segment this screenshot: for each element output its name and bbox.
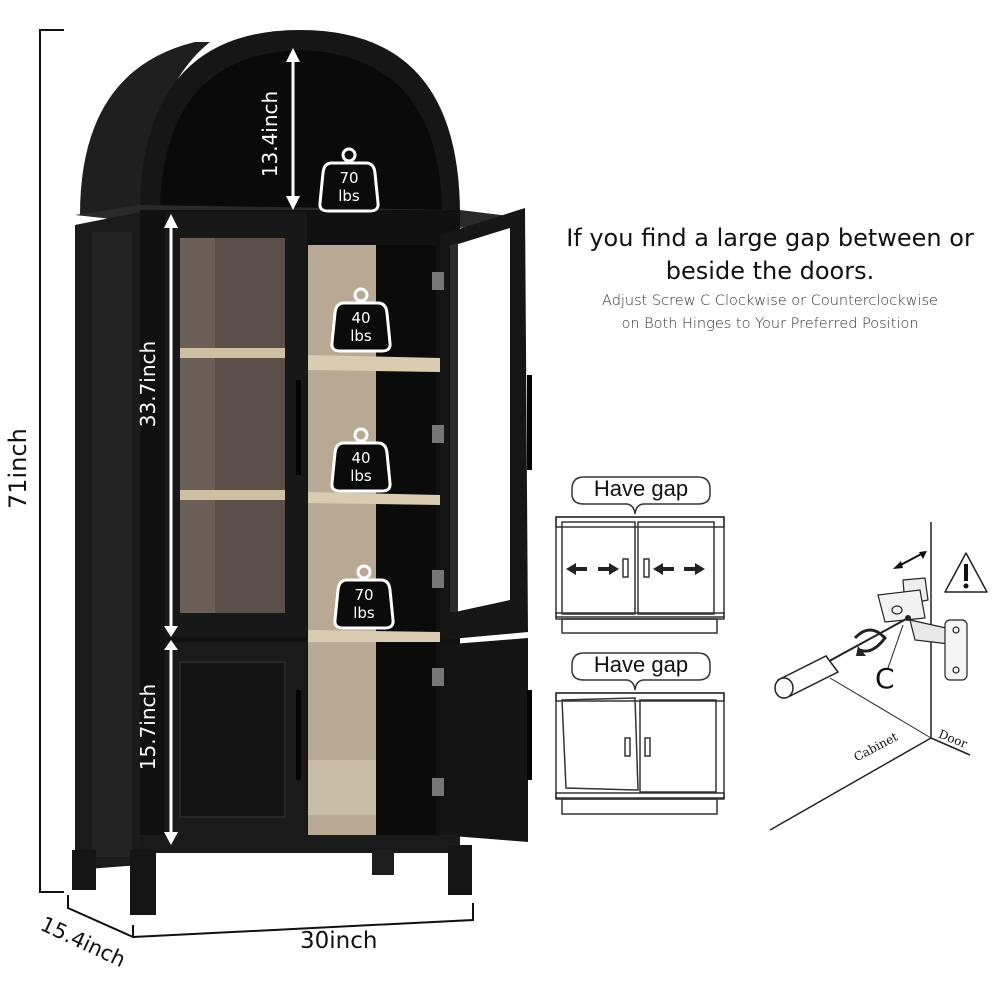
width-label: 30inch: [300, 928, 378, 954]
cabinet-gap-drawing: [555, 652, 725, 815]
warning-triangle-icon: [944, 552, 988, 593]
weight-icon: [330, 427, 392, 493]
weight-icon: [330, 287, 392, 353]
cabinet-drawing: [39, 29, 532, 939]
weight-icon: [318, 147, 380, 213]
cabinet-gap-drawing: [555, 476, 725, 634]
weight-badge-middle: 70 lbs: [333, 562, 395, 630]
headline-line-2: beside the doors.: [665, 257, 875, 285]
weight-badge-top: 70 lbs: [318, 145, 380, 213]
hinge-drawing: [769, 522, 971, 831]
screw-c-label: C: [875, 662, 895, 695]
weight-icon: [333, 564, 395, 630]
instruction-subtext: Adjust Screw C Clockwise or Counterclock…: [555, 290, 985, 336]
hinge-adjustment-diagram: C Cabinet Door: [760, 510, 1000, 840]
cabinet-illustration: 71inch 13.4inch 33.7inch 15.7inch 15.4in…: [4, 29, 532, 972]
subtext-line-2: on Both Hinges to Your Preferred Positio…: [621, 316, 919, 332]
lower-section-height-label: 15.7inch: [136, 683, 160, 771]
weight-badge-shelf-2: 40 lbs: [330, 425, 392, 493]
gap-diagram-between-doors: Have gap: [550, 472, 730, 637]
arch-height-label: 13.4inch: [258, 90, 282, 178]
instruction-headline: If you find a large gap between or besid…: [540, 222, 1000, 288]
have-gap-label-1: Have gap: [593, 476, 689, 501]
subtext-line-1: Adjust Screw C Clockwise or Counterclock…: [602, 293, 938, 309]
total-height-label: 71inch: [4, 428, 32, 509]
headline-line-1: If you find a large gap between or: [566, 224, 974, 252]
gap-diagram-misaligned-door: Have gap: [550, 648, 730, 818]
have-gap-label-2: Have gap: [593, 652, 689, 677]
weight-badge-shelf-1: 40 lbs: [330, 285, 392, 353]
upper-section-height-label: 33.7inch: [136, 340, 160, 428]
